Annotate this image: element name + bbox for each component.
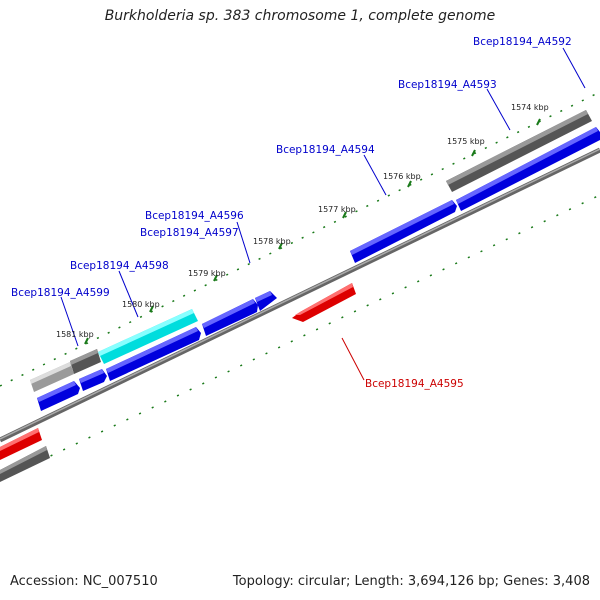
gene-labels: Bcep18194_A4592 Bcep18194_A4593 Bcep1819… — [11, 36, 572, 390]
tick-labels: 1574 kbp 1575 kbp 1576 kbp 1577 kbp 1578… — [56, 103, 549, 339]
reverse-leader-line — [341, 337, 365, 381]
genome-backbone — [0, 147, 600, 443]
tick-label-1579: 1579 kbp — [188, 269, 226, 278]
gene-label-A4593[interactable]: Bcep18194_A4593 — [398, 79, 497, 91]
map-title: Burkholderia sp. 383 chromosome 1, compl… — [104, 8, 496, 24]
feature-gray-A4592[interactable] — [446, 110, 592, 192]
forward-strand-features — [30, 110, 600, 411]
rna-A4598[interactable] — [98, 309, 198, 364]
gene-label-A4596[interactable]: Bcep18194_A4596 — [145, 210, 244, 222]
accession-text: Accession: NC_007510 — [10, 574, 158, 589]
gene-offscreen-reverse[interactable] — [0, 428, 42, 460]
tick-label-1581: 1581 kbp — [56, 330, 94, 339]
tick-label-1576: 1576 kbp — [383, 172, 421, 181]
gene-left-forward[interactable] — [37, 381, 80, 411]
gene-label-A4594[interactable]: Bcep18194_A4594 — [276, 144, 375, 156]
gene-label-A4595[interactable]: Bcep18194_A4595 — [365, 378, 464, 390]
tick-label-1578: 1578 kbp — [253, 237, 291, 246]
tick-label-1580: 1580 kbp — [122, 300, 160, 309]
tick-label-1574: 1574 kbp — [511, 103, 549, 112]
genome-summary-text: Topology: circular; Length: 3,694,126 bp… — [232, 574, 590, 589]
gene-label-A4592[interactable]: Bcep18194_A4592 — [473, 36, 572, 48]
feature-gray-lower-left[interactable] — [0, 446, 50, 482]
tick-label-1575: 1575 kbp — [447, 137, 485, 146]
tick-label-1577: 1577 kbp — [318, 205, 356, 214]
gene-label-A4599[interactable]: Bcep18194_A4599 — [11, 287, 110, 299]
feature-gray-A4599[interactable] — [70, 349, 101, 374]
major-ticks — [84, 118, 541, 345]
forward-leader-lines — [60, 47, 586, 347]
gene-label-A4598[interactable]: Bcep18194_A4598 — [70, 260, 169, 272]
gene-label-A4597[interactable]: Bcep18194_A4597 — [140, 227, 239, 239]
upper-tick-track — [0, 91, 600, 387]
